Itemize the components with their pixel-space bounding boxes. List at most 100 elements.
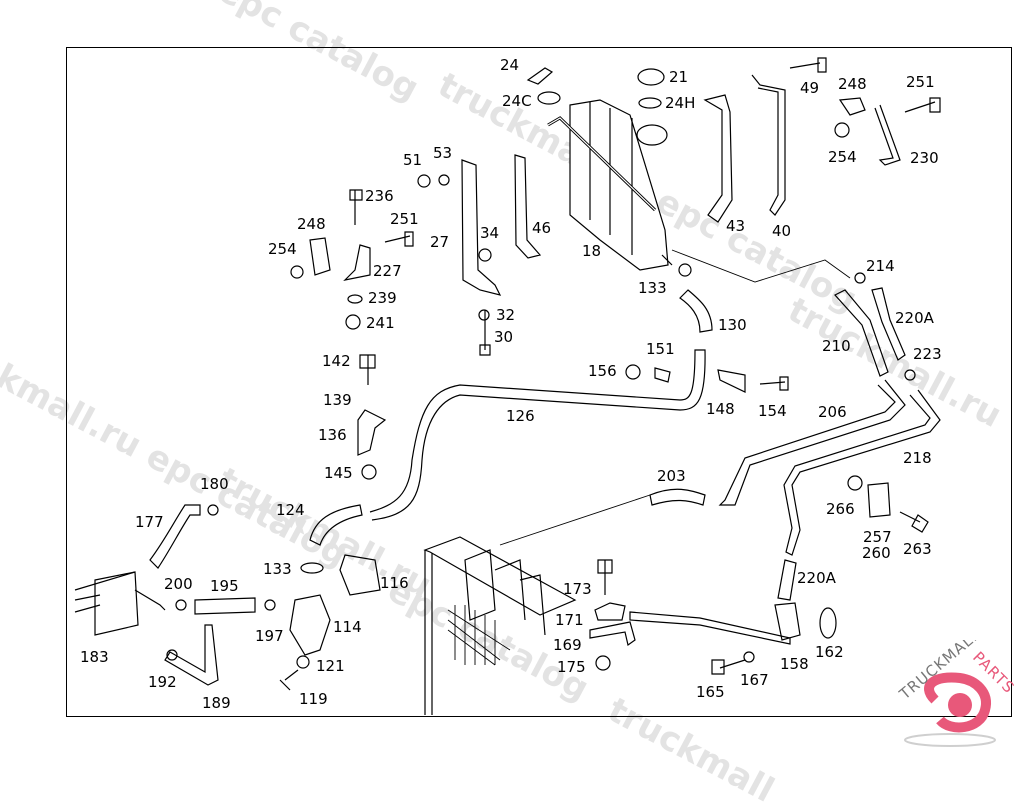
part-label-136[interactable]: 136 xyxy=(318,426,347,444)
bracket-227 xyxy=(343,244,371,281)
part-label-18[interactable]: 18 xyxy=(582,242,601,260)
part-label-24H[interactable]: 24H xyxy=(665,94,695,112)
part-label-121[interactable]: 121 xyxy=(316,657,345,675)
part-label-126[interactable]: 126 xyxy=(506,407,535,425)
part-label-46[interactable]: 46 xyxy=(532,219,551,237)
part-label-230[interactable]: 230 xyxy=(910,149,939,167)
part-label-192[interactable]: 192 xyxy=(148,673,177,691)
clamp-197 xyxy=(264,599,276,611)
part-label-236[interactable]: 236 xyxy=(365,187,394,205)
part-label-220Aa[interactable]: 220A xyxy=(895,309,935,327)
part-label-116[interactable]: 116 xyxy=(380,574,409,592)
part-label-241[interactable]: 241 xyxy=(366,314,395,332)
part-label-171[interactable]: 171 xyxy=(555,611,584,629)
part-label-162[interactable]: 162 xyxy=(815,643,844,661)
part-label-248a[interactable]: 248 xyxy=(838,75,867,93)
logo-text-dark: TRUCKMALL xyxy=(895,640,984,704)
part-label-148[interactable]: 148 xyxy=(706,400,735,418)
part-label-124[interactable]: 124 xyxy=(276,501,305,519)
nut-121 xyxy=(296,655,310,669)
bracket-230 xyxy=(874,104,901,166)
part-label-158[interactable]: 158 xyxy=(780,655,809,673)
part-label-239[interactable]: 239 xyxy=(368,289,397,307)
part-label-114[interactable]: 114 xyxy=(333,618,362,636)
part-label-223[interactable]: 223 xyxy=(913,345,942,363)
part-label-145[interactable]: 145 xyxy=(324,464,353,482)
part-label-27[interactable]: 27 xyxy=(430,233,449,251)
hose-220A-lower xyxy=(777,559,797,601)
part-label-173[interactable]: 173 xyxy=(563,580,592,598)
clamp-192 xyxy=(166,649,178,661)
part-label-175[interactable]: 175 xyxy=(557,658,586,676)
flange-158 xyxy=(774,602,801,641)
part-label-151[interactable]: 151 xyxy=(646,340,675,358)
part-label-218[interactable]: 218 xyxy=(903,449,932,467)
cap-24 xyxy=(526,67,554,85)
clamp-133-top xyxy=(678,263,692,277)
clamp-223 xyxy=(904,369,916,381)
part-label-133a[interactable]: 133 xyxy=(638,279,667,297)
part-label-169[interactable]: 169 xyxy=(553,636,582,654)
nut-175 xyxy=(595,655,611,671)
gear-icon xyxy=(924,672,991,733)
part-label-220Ab[interactable]: 220A xyxy=(797,569,837,587)
hose-130 xyxy=(679,289,713,333)
bracket-43 xyxy=(703,94,733,223)
part-label-197[interactable]: 197 xyxy=(255,627,284,645)
part-label-254a[interactable]: 254 xyxy=(828,148,857,166)
part-label-133b[interactable]: 133 xyxy=(263,560,292,578)
part-label-34[interactable]: 34 xyxy=(480,224,499,242)
part-label-142[interactable]: 142 xyxy=(322,352,351,370)
part-label-51[interactable]: 51 xyxy=(403,151,422,169)
part-label-53[interactable]: 53 xyxy=(433,144,452,162)
part-label-40[interactable]: 40 xyxy=(772,222,791,240)
part-label-156[interactable]: 156 xyxy=(588,362,617,380)
expansion-tank-18 xyxy=(547,99,673,271)
part-label-49[interactable]: 49 xyxy=(800,79,819,97)
part-label-165[interactable]: 165 xyxy=(696,683,725,701)
clamp-214 xyxy=(854,272,866,284)
part-label-206[interactable]: 206 xyxy=(818,403,847,421)
part-label-251a[interactable]: 251 xyxy=(906,73,935,91)
part-label-24[interactable]: 24 xyxy=(500,56,519,74)
part-label-119[interactable]: 119 xyxy=(299,690,328,708)
bracket-136 xyxy=(357,409,387,456)
part-label-200[interactable]: 200 xyxy=(164,575,193,593)
part-label-180[interactable]: 180 xyxy=(200,475,229,493)
part-label-183[interactable]: 183 xyxy=(80,648,109,666)
nut-254 xyxy=(834,122,850,138)
part-label-257[interactable]: 257 xyxy=(863,528,892,546)
part-label-21[interactable]: 21 xyxy=(669,68,688,86)
part-label-24C[interactable]: 24C xyxy=(502,92,532,110)
part-label-177[interactable]: 177 xyxy=(135,513,164,531)
part-label-203[interactable]: 203 xyxy=(657,467,686,485)
fasteners xyxy=(279,57,941,691)
clamp-248-left xyxy=(309,237,331,276)
diagram-frame xyxy=(66,47,1012,717)
part-label-260[interactable]: 260 xyxy=(862,544,891,562)
part-label-263[interactable]: 263 xyxy=(903,540,932,558)
part-label-214[interactable]: 214 xyxy=(866,257,895,275)
part-label-227[interactable]: 227 xyxy=(373,262,402,280)
hose-177 xyxy=(149,504,201,569)
part-label-32[interactable]: 32 xyxy=(496,306,515,324)
part-label-43[interactable]: 43 xyxy=(726,217,745,235)
part-label-30[interactable]: 30 xyxy=(494,328,513,346)
part-label-130[interactable]: 130 xyxy=(718,316,747,334)
part-label-210[interactable]: 210 xyxy=(822,337,851,355)
part-label-195[interactable]: 195 xyxy=(210,577,239,595)
part-label-248b[interactable]: 248 xyxy=(297,215,326,233)
part-label-189[interactable]: 189 xyxy=(202,694,231,712)
part-label-139[interactable]: 139 xyxy=(323,391,352,409)
nut-145 xyxy=(361,464,377,480)
hose-220A-upper xyxy=(871,287,906,361)
nut-254-left xyxy=(290,265,304,279)
part-label-167[interactable]: 167 xyxy=(740,671,769,689)
part-label-251b[interactable]: 251 xyxy=(390,210,419,228)
part-label-266[interactable]: 266 xyxy=(826,500,855,518)
part-label-254b[interactable]: 254 xyxy=(268,240,297,258)
nut-241 xyxy=(345,314,361,330)
washer-167 xyxy=(743,651,755,663)
part-label-154[interactable]: 154 xyxy=(758,402,787,420)
bracket-169 xyxy=(589,621,636,647)
